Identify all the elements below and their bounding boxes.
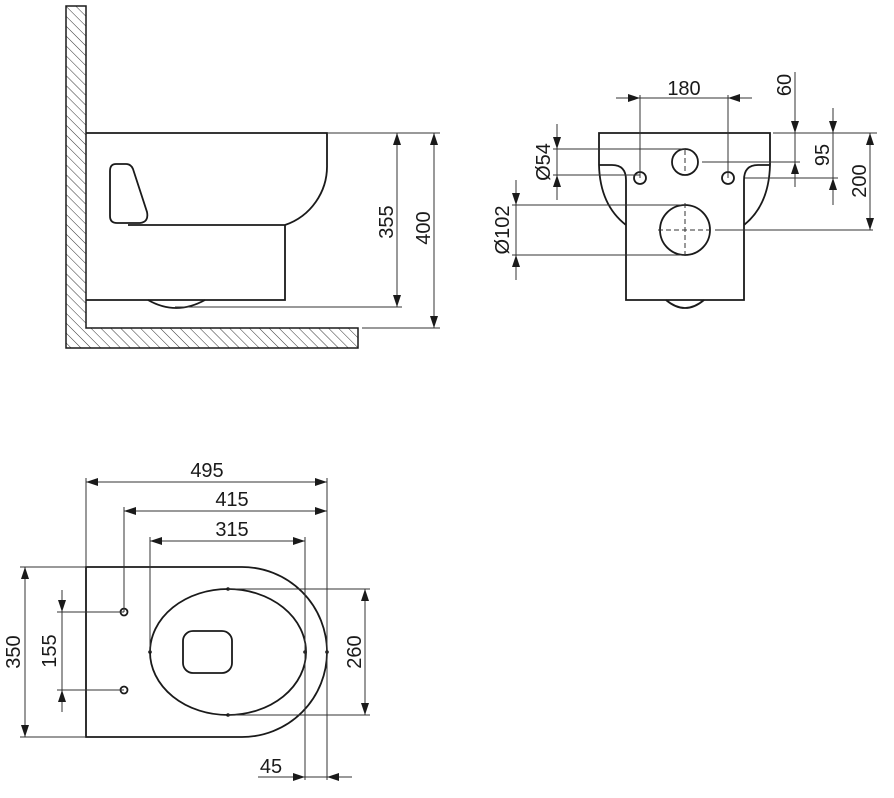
dim-d102-label: Ø102 xyxy=(492,206,514,255)
dim-495-label: 495 xyxy=(190,460,223,482)
wall-hatch xyxy=(65,5,359,349)
dim-180-label: 180 xyxy=(667,78,700,100)
dim-d54-label: Ø54 xyxy=(533,143,555,181)
rear-outline xyxy=(598,132,771,301)
bowl-outline xyxy=(86,132,328,301)
rear-view: 180 60 95 200 Ø54 Ø102 xyxy=(492,72,877,309)
bowl-top-outline xyxy=(85,566,328,738)
inlet-shape xyxy=(109,163,149,224)
dim-260-label: 260 xyxy=(344,635,366,668)
dim-155-label: 155 xyxy=(39,634,61,667)
dim-200-label: 200 xyxy=(849,164,871,197)
rear-bulge xyxy=(665,299,705,309)
dim-315-label: 315 xyxy=(215,519,248,541)
dim-45-label: 45 xyxy=(260,756,282,778)
dim-400-label: 400 xyxy=(413,211,435,244)
dim-350-label: 350 xyxy=(3,635,25,668)
bowl-bulge xyxy=(147,299,206,309)
dim-355-label: 355 xyxy=(376,205,398,238)
dim-60-label: 60 xyxy=(774,74,796,96)
top-view: 495 415 315 350 155 260 45 xyxy=(3,460,370,781)
dim-415-label: 415 xyxy=(215,489,248,511)
dim-95-label: 95 xyxy=(812,144,834,166)
seat-opening xyxy=(149,588,307,716)
drain-opening xyxy=(182,630,233,674)
side-view: 355 400 xyxy=(65,5,440,349)
